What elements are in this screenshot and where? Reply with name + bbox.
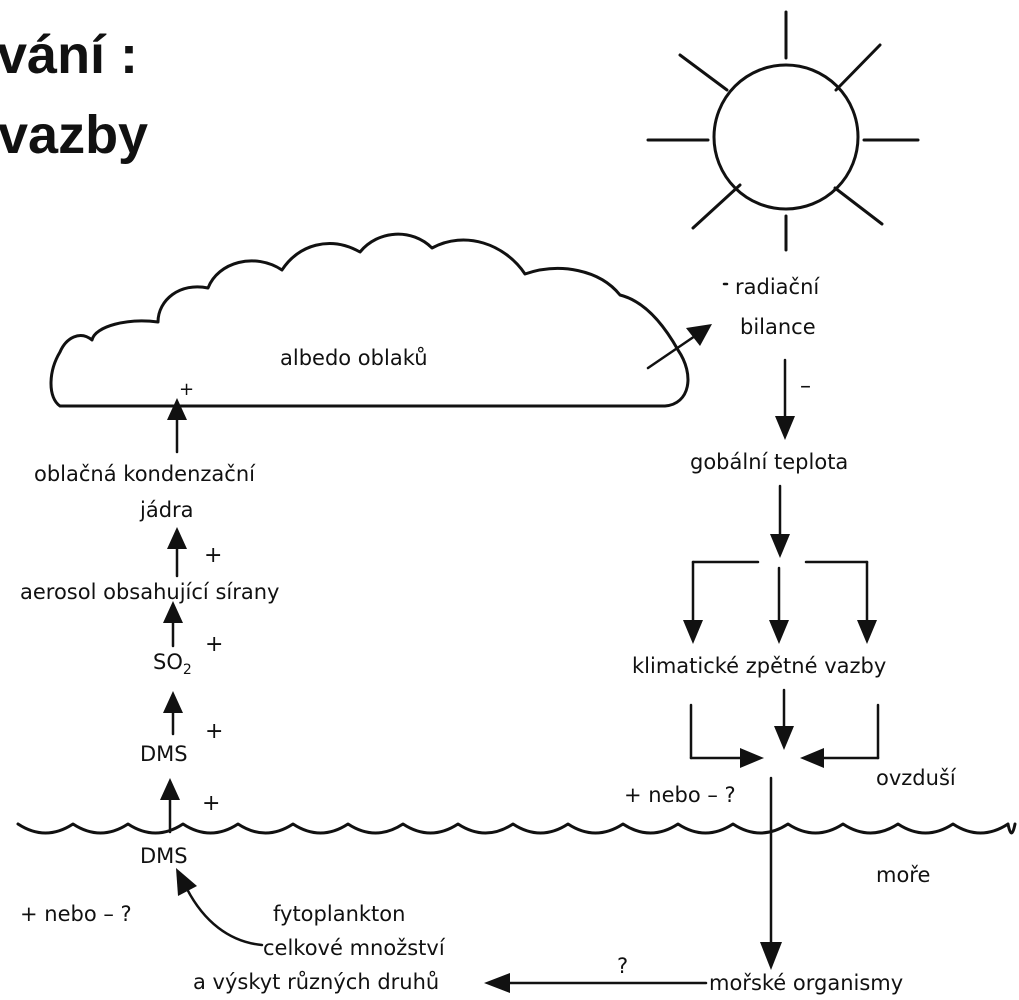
label-question: ? [617, 954, 629, 978]
label-so2: SO2 [153, 650, 192, 679]
arrow-radiation-to-temp [775, 358, 795, 440]
so2-subscript: 2 [182, 662, 192, 679]
label-phytoplankton: fytoplankton [273, 902, 406, 926]
sign-cloud-plus: + [179, 379, 195, 400]
title-line-1: vání : [0, 25, 139, 85]
label-global-temp: gobální teplota [690, 450, 849, 474]
sea-surface-wave [16, 822, 1017, 835]
arrow-marine-to-phytoplankton [484, 973, 708, 993]
sign-so2-plus: + [205, 719, 224, 744]
arrow-to-marine-organisms [760, 776, 782, 970]
arrow-nuclei-to-cloud [167, 398, 187, 454]
sun-icon [646, 10, 920, 252]
label-species-occurrence: a výskyt různých druhů [193, 970, 440, 994]
label-marine-organisms: mořské organismy [709, 971, 904, 995]
label-aerosol: aerosol obsahující sírany [20, 580, 280, 604]
label-plus-or-minus-left: + nebo – ? [20, 902, 132, 926]
label-total-amount: celkové množství [263, 936, 445, 960]
label-sea: moře [876, 863, 931, 887]
label-balance: bilance [740, 315, 816, 339]
sign-balance-minus: – [800, 374, 811, 399]
title-line-2: vazby [0, 105, 149, 165]
label-atmosphere: ovzduší [876, 766, 956, 790]
sign-dms-plus: + [202, 791, 221, 816]
sign-nuclei-plus: + [204, 543, 223, 568]
arrow-dms-to-so2 [163, 691, 183, 736]
cloud-shape [49, 232, 690, 408]
label-cloud-nuclei-1: oblačná kondenzační [34, 462, 255, 486]
label-plus-or-minus-right: + nebo – ? [624, 783, 736, 807]
label-dms-sea: DMS [140, 844, 188, 868]
arrow-cloud-to-radiation [646, 324, 712, 370]
arrow-so2-to-aerosol [163, 601, 183, 648]
split-arrows [683, 560, 877, 644]
label-cloud-albedo: albedo oblaků [280, 346, 428, 370]
label-dms-air: DMS [140, 742, 188, 766]
label-climate-feedbacks: klimatické zpětné vazby [632, 654, 887, 678]
arrow-aerosol-to-nuclei [167, 527, 187, 578]
label-radiation: radiační [735, 275, 820, 299]
label-cloud-nuclei-2: jádra [140, 498, 194, 522]
arrow-temp-to-split [770, 484, 790, 558]
arrow-phytoplankton-to-dms [176, 868, 264, 947]
arrow-sea-dms-to-air-dms [160, 778, 180, 834]
sign-aerosol-plus: + [205, 632, 224, 657]
merge-arrows [689, 688, 880, 768]
